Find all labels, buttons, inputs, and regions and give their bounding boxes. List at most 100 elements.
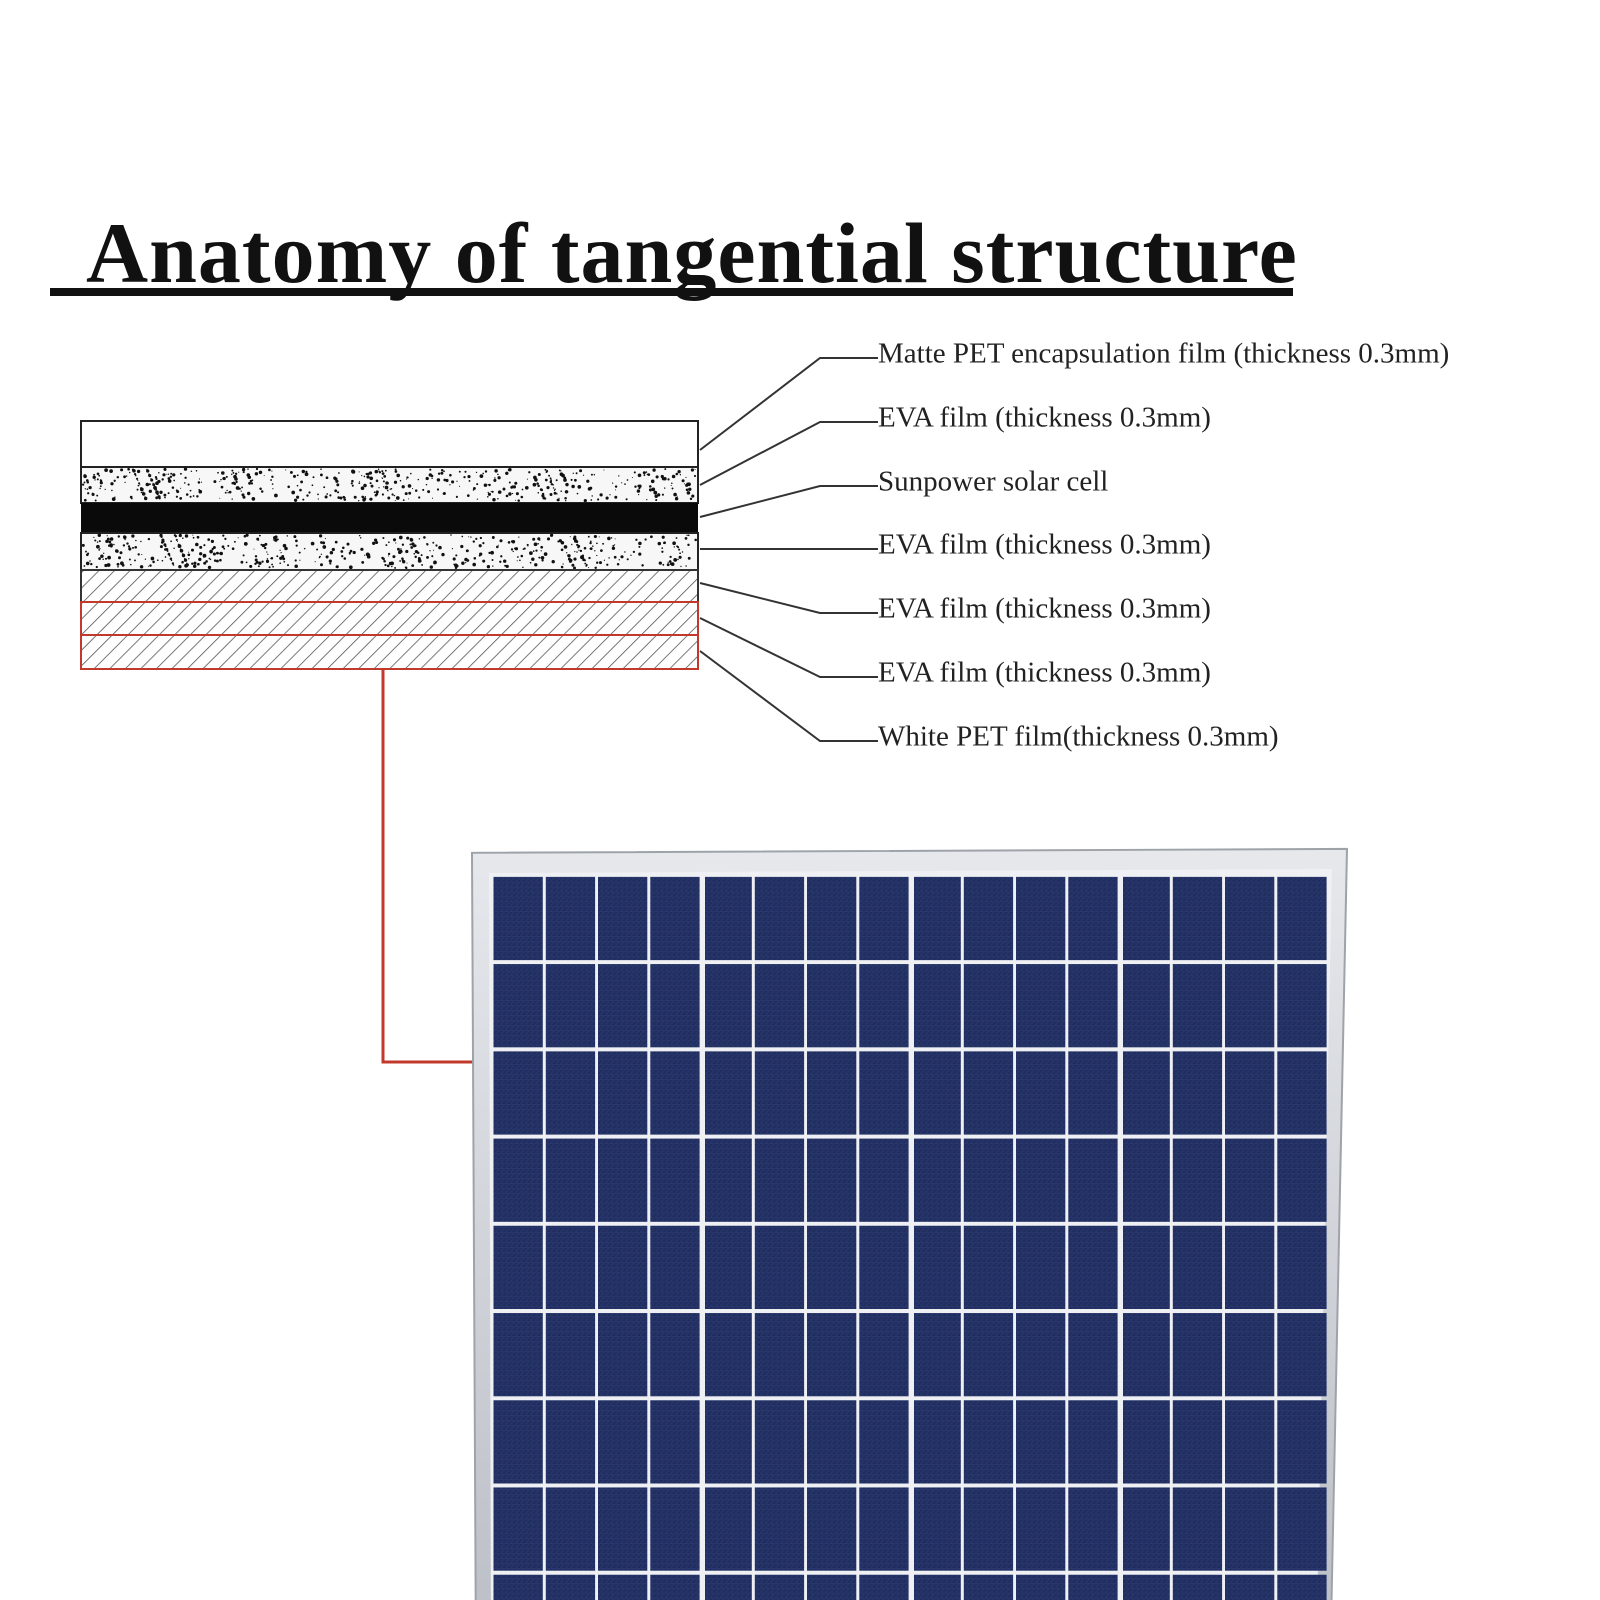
speckle-dot (296, 484, 299, 487)
speckle-dot (558, 539, 562, 543)
speckle-dot (183, 467, 188, 471)
speckle-dot (228, 490, 232, 494)
speckle-dot (260, 543, 263, 546)
speckle-dot (388, 541, 390, 544)
speckle-dot (505, 471, 509, 475)
speckle-dot (582, 474, 585, 476)
speckle-dot (226, 489, 228, 492)
speckle-dot (548, 474, 551, 477)
speckle-dot (658, 561, 662, 565)
speckle-dot (102, 558, 104, 561)
solar-cell (807, 1487, 857, 1571)
solar-cell (807, 1400, 857, 1484)
speckle-dot (652, 468, 656, 472)
speckle-dot (400, 548, 402, 550)
speckle-dot (394, 470, 398, 473)
solar-cell (807, 1051, 857, 1135)
speckle-dot (105, 539, 109, 544)
speckle-dot (463, 475, 466, 479)
layer-eva-hatched-1 (80, 569, 699, 603)
speckle-dot (490, 550, 494, 555)
solar-cell (1225, 1051, 1275, 1135)
speckle-dot (414, 555, 417, 559)
speckle-dot (217, 471, 219, 474)
speckle-dot (654, 494, 658, 498)
speckle-dot (94, 499, 97, 502)
speckle-dot (491, 490, 494, 493)
speckle-dot (581, 555, 585, 559)
speckle-dot (685, 476, 687, 479)
solar-cell (1016, 1138, 1066, 1222)
speckle-dot (413, 552, 416, 555)
speckle-dot (154, 475, 158, 479)
speckle-dot (638, 545, 641, 548)
speckle-dot (676, 495, 678, 497)
speckle-dot (265, 559, 270, 563)
speckle-dot (420, 554, 423, 557)
speckle-dot (497, 490, 502, 494)
speckle-dot (387, 552, 391, 556)
speckle-dot (219, 551, 223, 556)
speckle-dot (508, 541, 511, 543)
layer-label-6: EVA film (thickness 0.3mm) (878, 656, 1211, 689)
solar-cell (807, 1313, 857, 1397)
solar-cell (1225, 1400, 1275, 1484)
speckle-dot (357, 499, 360, 502)
solar-cell (493, 876, 543, 961)
speckle-dot (227, 492, 229, 494)
speckle-dot (240, 560, 244, 564)
speckle-dot (131, 534, 135, 538)
solar-cell (1068, 1487, 1118, 1571)
solar-cell (807, 1225, 857, 1310)
speckle-dot (242, 495, 246, 499)
speckle-dot (158, 497, 161, 500)
speckle-dot (505, 494, 509, 498)
solar-cell (650, 1487, 700, 1571)
speckle-dot (613, 544, 616, 546)
speckle-dot (106, 535, 108, 537)
speckle-dot (247, 475, 252, 480)
speckle-dot (461, 561, 465, 565)
speckle-dot (472, 562, 476, 567)
speckle-dot (148, 483, 151, 486)
speckle-dot (257, 565, 260, 568)
speckle-dot (630, 554, 632, 556)
layer-eva-hatched-2 (80, 601, 699, 636)
speckle-dot (198, 557, 202, 562)
speckle-dot (411, 542, 415, 546)
speckle-dot (84, 488, 86, 490)
speckle-dot (383, 559, 386, 563)
speckle-dot (92, 475, 96, 480)
speckle-dot (188, 551, 190, 553)
speckle-dot (135, 539, 137, 542)
speckle-dot (113, 479, 116, 482)
speckle-dot (678, 548, 681, 551)
speckle-dot (145, 482, 150, 487)
speckle-dot (122, 544, 126, 547)
speckle-dot (470, 536, 472, 538)
solar-cell (963, 1574, 1014, 1600)
speckle-dot (325, 555, 329, 559)
title-underline (50, 288, 1293, 296)
speckle-dot (694, 468, 696, 471)
speckle-dot (487, 492, 491, 496)
speckle-dot (218, 552, 220, 555)
speckle-dot (626, 558, 629, 561)
speckle-dot (609, 494, 611, 496)
speckle-dot (264, 546, 267, 550)
speckle-dot (679, 552, 681, 555)
speckle-dot (220, 485, 224, 489)
solar-cell (1123, 876, 1170, 961)
speckle-dot (440, 471, 444, 475)
solar-cell (493, 1225, 543, 1310)
speckle-dot (270, 479, 273, 481)
speckle-dot (374, 469, 379, 474)
leader-line-2 (699, 421, 878, 486)
solar-cell (650, 964, 700, 1048)
solar-cell (1016, 1574, 1066, 1600)
speckle-dot (531, 557, 535, 561)
speckle-dot (384, 485, 389, 490)
speckle-dot (516, 560, 518, 562)
speckle-dot (588, 566, 590, 569)
speckle-dot (535, 549, 538, 552)
